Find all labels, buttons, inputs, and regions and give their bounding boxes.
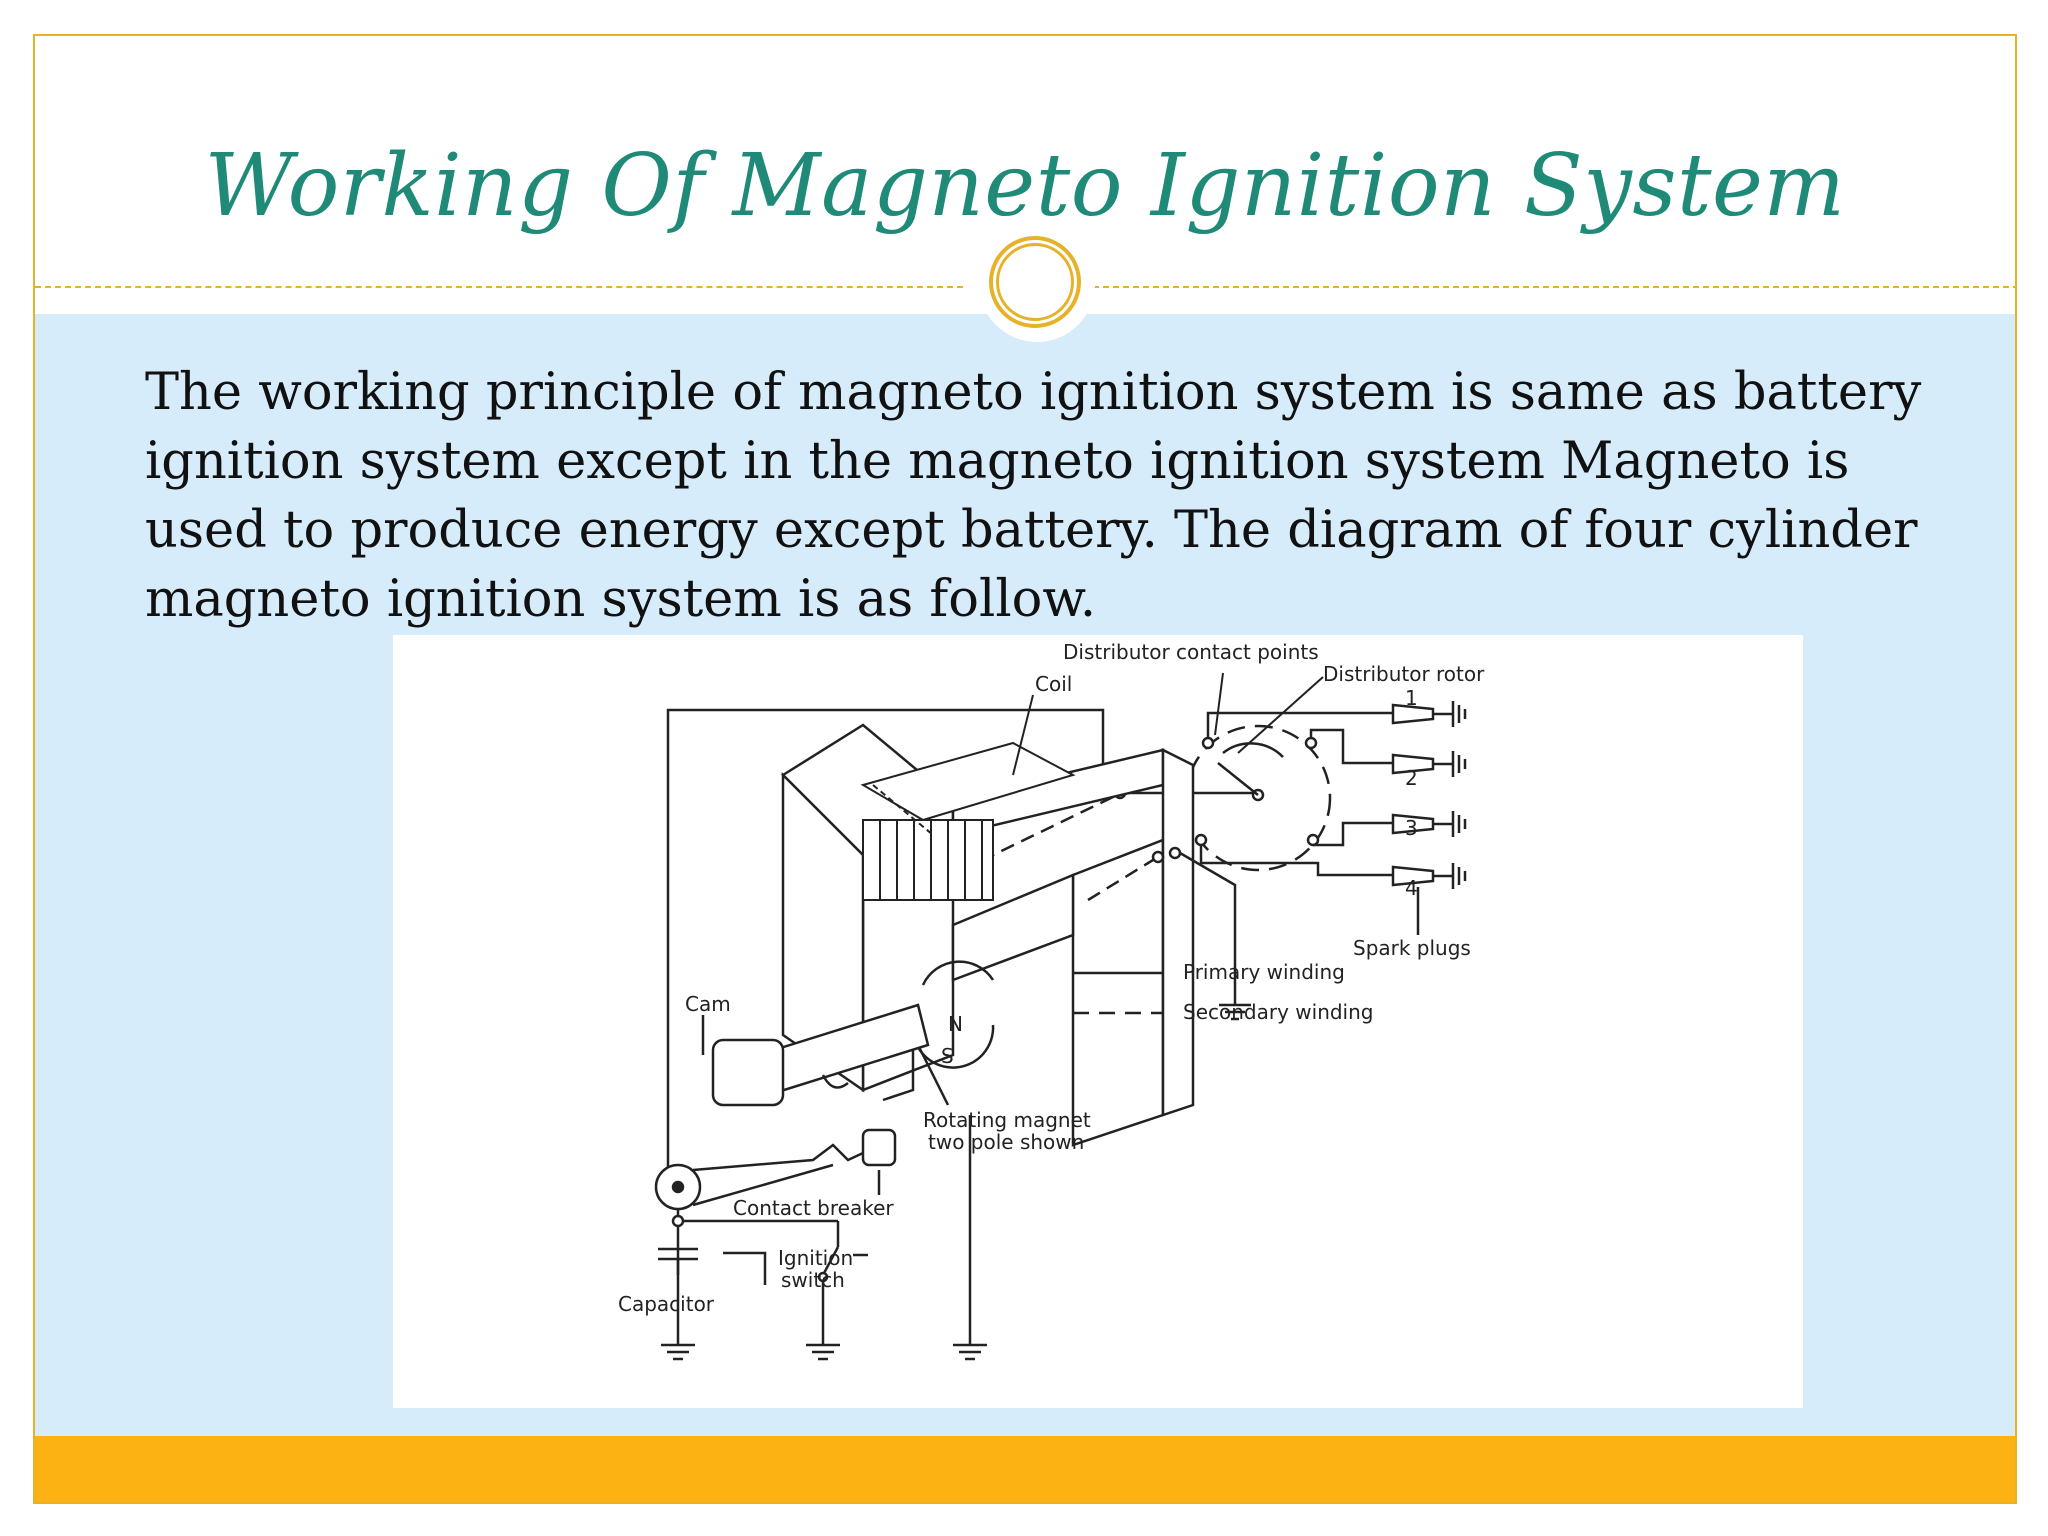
spark-plug-4 <box>1391 863 1467 889</box>
label-coil: Coil <box>1035 672 1072 696</box>
label-contact-breaker: Contact breaker <box>733 1196 894 1220</box>
switch-ground <box>806 1343 840 1361</box>
breaker-contacts <box>861 1128 897 1167</box>
rotation-arrow <box>821 1074 849 1089</box>
label-plug-3: 3 <box>1405 816 1418 840</box>
ground-symbol <box>1219 1003 1251 1021</box>
spark-plug-1 <box>1391 701 1467 727</box>
terminal <box>1168 846 1182 860</box>
plug-lead-4 <box>1199 845 1393 877</box>
rotor-arrow <box>1222 742 1284 758</box>
divider-ring-ornament <box>979 226 1095 342</box>
rotor-arm <box>1217 762 1259 796</box>
plug-lead-3 <box>1313 821 1393 847</box>
frame-side <box>1161 747 1195 1117</box>
label-rotating-magnet-2: two pole shown <box>928 1130 1084 1154</box>
body-paragraph: The working principle of magneto ignitio… <box>145 363 1922 629</box>
frame-right-front <box>1071 838 1165 1147</box>
ornament-inner-ring <box>996 243 1074 321</box>
label-capacitor: Capacitor <box>618 1292 715 1316</box>
coil-windings <box>860 741 1076 901</box>
primary-wire-top <box>666 708 1105 1185</box>
label-spark-plugs: Spark plugs <box>1353 936 1471 960</box>
spark-plug-2 <box>1391 751 1467 777</box>
contact-points-pointer <box>1214 672 1224 736</box>
contact-point-4 <box>1306 833 1320 847</box>
spark-plug-3 <box>1391 811 1467 837</box>
label-plug-4: 4 <box>1405 876 1418 900</box>
diagram-drawing: Distributor contact points Distributor r… <box>618 640 1485 1361</box>
coil-pointer <box>1012 694 1034 776</box>
capacitor-ground <box>661 1343 695 1361</box>
rotor-pointer <box>1237 676 1324 754</box>
label-plug-1: 1 <box>1405 686 1418 710</box>
breaker-arm <box>692 1143 864 1172</box>
contact-point-2 <box>1304 736 1318 750</box>
slide: Working Of Magneto Ignition System The w… <box>33 34 2017 1504</box>
label-distributor-rotor: Distributor rotor <box>1323 662 1485 686</box>
footer-bar <box>35 1436 2015 1502</box>
magnet-pole-n <box>921 960 995 986</box>
cam <box>711 1038 785 1107</box>
plug-lead-1 <box>1206 711 1393 738</box>
title-divider-right <box>1093 286 2015 288</box>
label-ignition-switch-1: Ignition <box>778 1246 853 1270</box>
ornament-outer-ring <box>989 236 1081 328</box>
magnet-pointer <box>882 1035 915 1102</box>
contact-point-3 <box>1194 833 1208 847</box>
secondary-lead <box>992 795 1114 857</box>
contact-point-1 <box>1201 736 1215 750</box>
terminal <box>1151 850 1165 864</box>
breaker-arm-lower <box>692 1163 834 1207</box>
label-distributor-contact-points: Distributor contact points <box>1063 640 1319 664</box>
slide-title: Working Of Magneto Ignition System <box>204 136 1846 236</box>
label-north-pole: N <box>948 1012 963 1036</box>
label-primary-winding: Primary winding <box>1183 960 1345 984</box>
plug-lead-2 <box>1309 728 1393 765</box>
label-rotating-magnet-1: Rotating magnet <box>923 1108 1091 1132</box>
breaker-pivot-center <box>671 1180 685 1194</box>
magneto-ignition-diagram: Distributor contact points Distributor r… <box>393 635 1803 1408</box>
label-south-pole: S <box>941 1044 954 1068</box>
label-plug-2: 2 <box>1405 766 1418 790</box>
terminal <box>671 1214 685 1228</box>
capacitor-pointer <box>723 1251 767 1285</box>
ignition-switch-blade <box>821 1246 840 1276</box>
label-ignition-switch-2: switch <box>781 1268 845 1292</box>
frame-left-side <box>781 771 865 1093</box>
magnet-ground <box>953 1343 987 1361</box>
secondary-ground-lead <box>1087 858 1154 902</box>
ground-wire <box>1179 851 1237 1005</box>
title-divider-left <box>35 286 963 288</box>
label-secondary-winding: Secondary winding <box>1183 1000 1374 1024</box>
label-cam: Cam <box>685 992 731 1016</box>
